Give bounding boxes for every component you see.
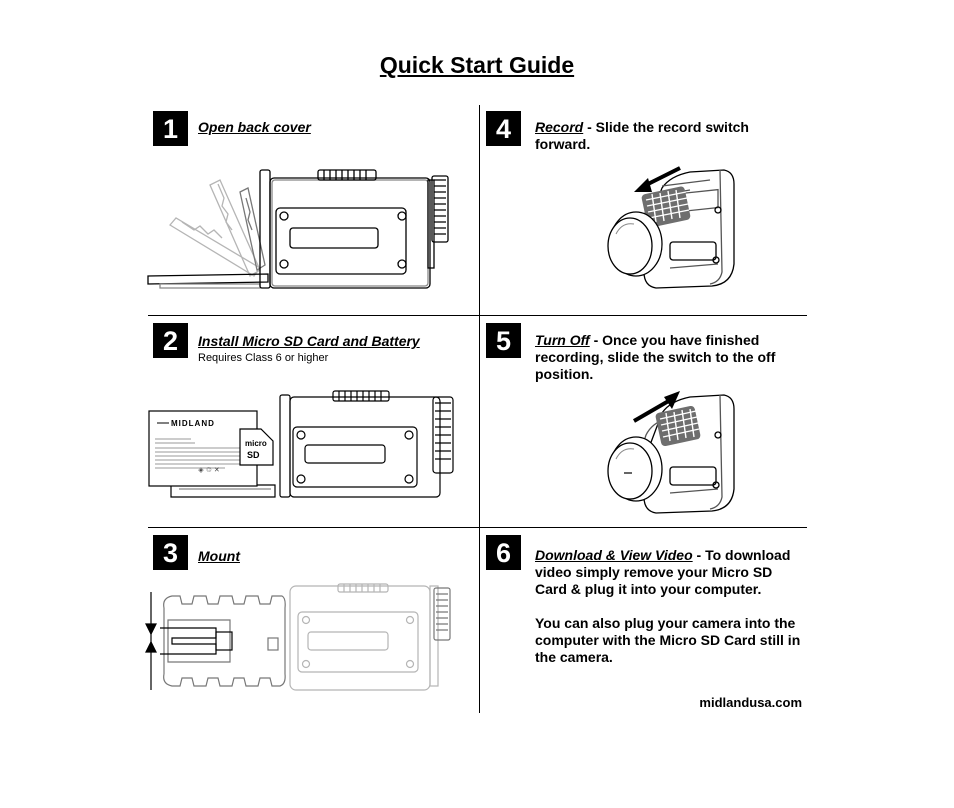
camera-open-cover-illustration (147, 169, 449, 289)
step-4-text: - Slide the record switch forward. (535, 119, 749, 152)
step-4-number: 4 (486, 111, 521, 146)
step-6-number: 6 (486, 535, 521, 570)
step-5-heading: Turn Off - Once you have finished record… (535, 332, 805, 383)
step-6-label: Download & View Video (535, 547, 693, 563)
step-2-label: Install Micro SD Card and Battery (198, 333, 420, 349)
sd-card-text-bottom: SD (247, 450, 260, 460)
record-switch (655, 405, 701, 447)
row-divider-2 (148, 527, 807, 528)
step-6-text: - To download video simply remove your M… (535, 547, 791, 597)
arrow-back-icon (664, 391, 680, 409)
step-5-label: Turn Off (535, 332, 590, 348)
row-divider-1 (148, 315, 807, 316)
step-1-number: 1 (153, 111, 188, 146)
step-6-extra: You can also plug your camera into the c… (535, 615, 801, 665)
camera-off-illustration (607, 391, 735, 514)
page-title: Quick Start Guide (379, 52, 575, 78)
step-3-number: 3 (153, 535, 188, 570)
camera-record-illustration (607, 166, 735, 289)
arrow-forward-icon (634, 178, 652, 192)
step-6-heading: Download & View Video - To download vide… (535, 547, 807, 598)
battery-sdcard-illustration: ◈ ♲ ✕ MIDLAND micro SD (148, 390, 454, 498)
mount-illustration (145, 583, 451, 691)
step-3-label: Mount (198, 548, 240, 564)
step-2-note: Requires Class 6 or higher (198, 352, 329, 364)
step-4-heading: Record - Slide the record switch forward… (535, 119, 805, 153)
record-switch (641, 186, 691, 228)
micro-sd-card (239, 428, 274, 466)
step-4-label: Record (535, 119, 584, 135)
step-1-label: Open back cover (198, 119, 311, 135)
step-2-number: 2 (153, 323, 188, 358)
svg-text:◈ ♲ ✕: ◈ ♲ ✕ (198, 467, 219, 474)
step-5-number: 5 (486, 323, 521, 358)
website-link[interactable]: midlandusa.com (699, 695, 802, 710)
sd-card-text-top: micro (245, 439, 267, 448)
step-5-text: - Once you have finished recording, slid… (535, 332, 776, 382)
step-1-heading: Open back cover (198, 119, 468, 136)
battery: ◈ ♲ ✕ (148, 410, 258, 487)
step-3-heading: Mount (198, 548, 468, 565)
battery-brand: MIDLAND (171, 419, 215, 428)
step-2-heading: Install Micro SD Card and Battery (198, 333, 468, 350)
column-divider (479, 105, 480, 713)
